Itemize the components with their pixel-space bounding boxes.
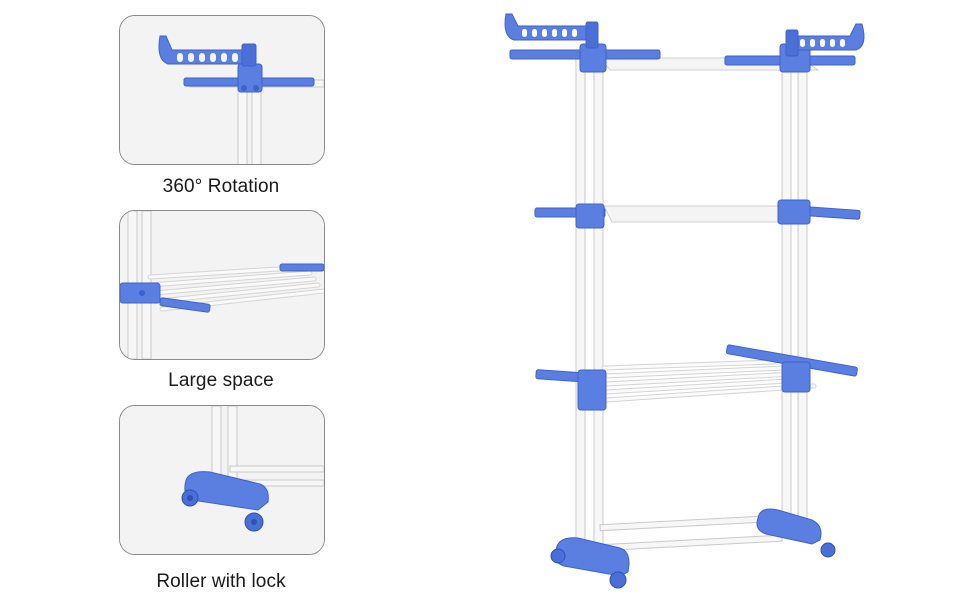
shelf-closeup-image: [120, 211, 324, 359]
caption-space: Large space: [168, 370, 274, 391]
feature-panel-rotation: [119, 15, 325, 165]
rotation-closeup-image: [120, 16, 324, 164]
feature-panel-roller: [119, 405, 325, 555]
caption-rotation: 360° Rotation: [162, 176, 280, 197]
drying-rack-product-image: [504, 13, 865, 589]
feature-panel-space: [119, 210, 325, 360]
roller-closeup-image: [120, 406, 324, 554]
caption-roller: Roller with lock: [156, 571, 286, 592]
